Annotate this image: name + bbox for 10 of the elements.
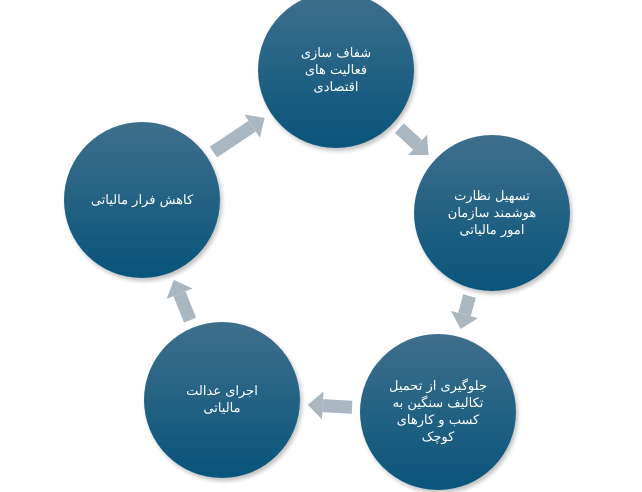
circle-label: کاهش فرار مالیاتی [90, 192, 194, 208]
circle-label: اجرای عدالت مالیاتی [185, 383, 259, 417]
arrow [308, 392, 352, 420]
arrow [450, 294, 478, 329]
process-circle [258, 0, 414, 148]
arrow [166, 280, 196, 323]
circle-label: تسهیل نظارت هوشمند سازمان امور مالیاتی [446, 188, 538, 238]
arrow [395, 123, 429, 156]
circle-label: شفاف سازی فعالیت های اقتصادی [300, 44, 372, 96]
circle-label: جلوگیری از تحمیل تکالیف سنگین به کسب و کارهای کوچک [388, 378, 488, 446]
